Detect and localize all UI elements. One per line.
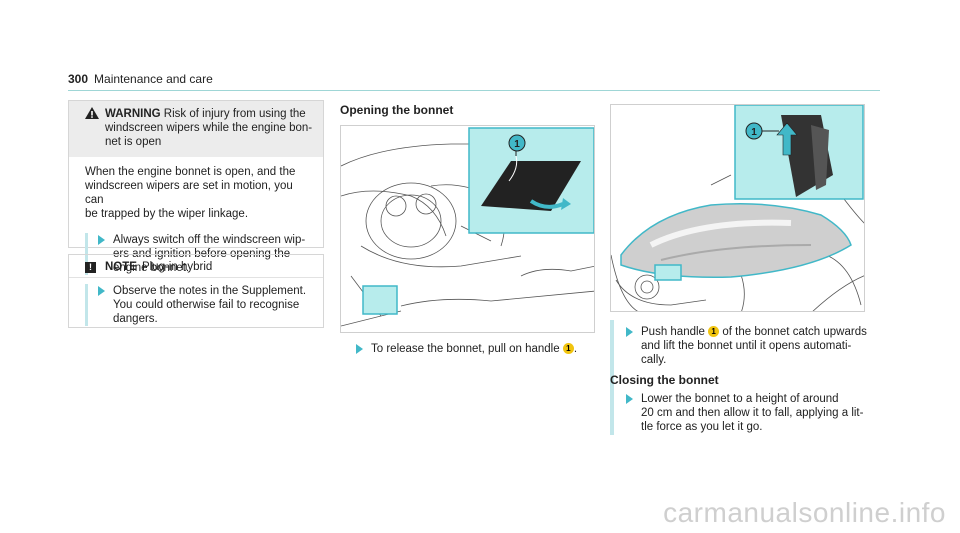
step-bar xyxy=(610,320,614,435)
warning-text: When the engine bonnet is open, and the xyxy=(85,166,296,178)
warning-box: WARNING Risk of injury from using the wi… xyxy=(68,100,324,275)
step-arrow-icon xyxy=(626,327,633,337)
interior-illustration: 1 xyxy=(340,125,595,333)
warning-text: windscreen wipers are set in motion, you… xyxy=(85,180,293,206)
step-text: To release the bonnet, pull on handle xyxy=(371,343,560,355)
opening-step: To release the bonnet, pull on handle 1. xyxy=(356,342,577,356)
step-arrow-icon xyxy=(98,235,105,245)
section-title: Maintenance and care xyxy=(94,72,213,86)
step-text: 20 cm and then allow it to fall, applyin… xyxy=(641,407,864,419)
step-arrow-icon xyxy=(98,286,105,296)
step-text: of the bonnet catch upwards xyxy=(722,326,867,338)
bonnet-illustration: 1 xyxy=(610,104,865,312)
interior-drawing: 1 xyxy=(341,127,594,327)
warning-body: When the engine bonnet is open, and the … xyxy=(69,157,323,281)
header-rule xyxy=(68,90,880,91)
step-text: dangers. xyxy=(113,313,158,325)
step-text: Push handle xyxy=(641,326,705,338)
note-step: Observe the notes in the Supplement. You… xyxy=(85,284,313,326)
step-text: Lower the bonnet to a height of around xyxy=(641,393,839,405)
closing-heading: Closing the bonnet xyxy=(610,373,719,387)
bonnet-drawing: 1 xyxy=(611,105,864,311)
step-text: cally. xyxy=(641,354,667,366)
warning-text: be trapped by the wiper linkage. xyxy=(85,208,249,220)
note-header: ! NOTE Plug-in hybrid xyxy=(69,255,323,278)
note-label: NOTE xyxy=(105,261,137,273)
step-text: tle force as you let it go. xyxy=(641,421,763,433)
page-number: 300 xyxy=(68,72,89,86)
callout-marker: 1 xyxy=(708,326,720,337)
note-box: ! NOTE Plug-in hybrid Observe the notes … xyxy=(68,254,324,328)
step-arrow-icon xyxy=(356,344,363,354)
warning-header: WARNING Risk of injury from using the wi… xyxy=(69,101,323,157)
push-step: Push handle 1 of the bonnet catch upward… xyxy=(626,325,867,367)
step-text: engine bonnet. xyxy=(113,262,190,274)
step-arrow-icon xyxy=(626,394,633,404)
warning-title-line: net is open xyxy=(105,136,162,148)
step-text: Observe the notes in the Supplement. xyxy=(113,285,307,297)
warning-title-line: windscreen wipers while the engine bon- xyxy=(105,122,313,134)
callout-marker: 1 xyxy=(562,343,574,354)
svg-text:1: 1 xyxy=(514,139,520,150)
closing-step: Lower the bonnet to a height of around 2… xyxy=(626,392,863,434)
note-title: Plug-in hybrid xyxy=(141,261,213,273)
warning-label: WARNING xyxy=(105,108,161,120)
step-text: and lift the bonnet until it opens autom… xyxy=(641,340,852,352)
step-text: You could otherwise fail to recognise xyxy=(113,299,300,311)
warning-title: Risk of injury from using the xyxy=(163,108,306,120)
opening-heading: Opening the bonnet xyxy=(340,103,454,117)
svg-text:1: 1 xyxy=(751,127,757,138)
page-header: 300 Maintenance and care xyxy=(68,72,213,86)
warning-icon xyxy=(85,107,105,149)
step-text: . xyxy=(573,343,578,355)
watermark: carmanualsonline.info xyxy=(663,497,946,528)
note-icon: ! xyxy=(85,261,96,273)
step-text: Always switch off the windscreen wip- xyxy=(113,234,306,246)
